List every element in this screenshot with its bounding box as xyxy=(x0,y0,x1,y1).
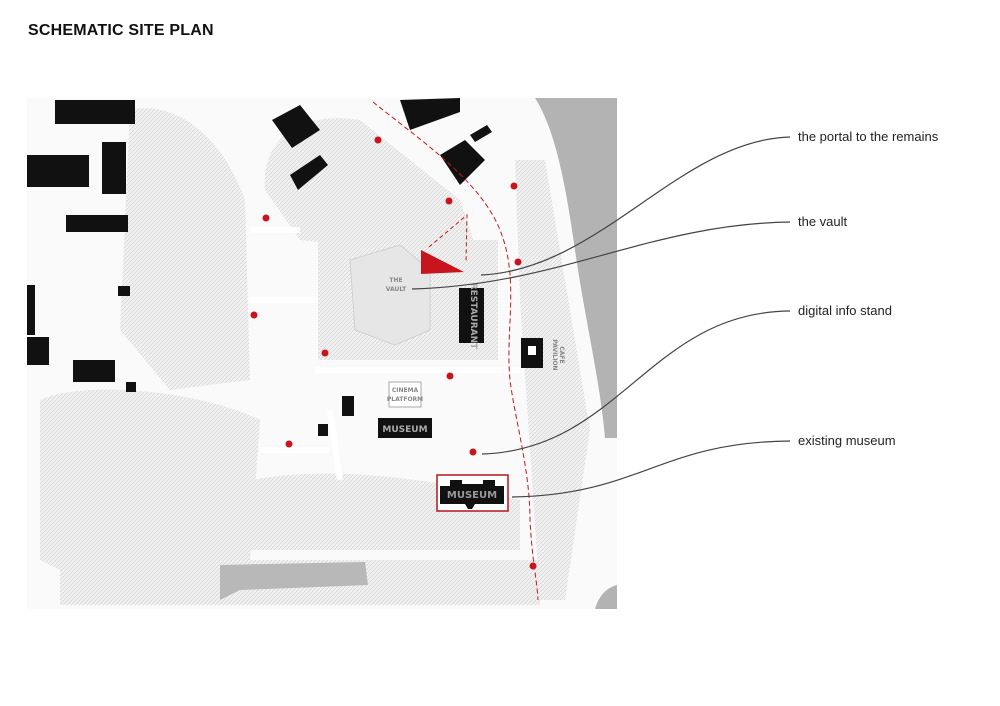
hillside-terrain xyxy=(120,108,250,390)
portal-sightlines xyxy=(428,213,468,263)
museum-building xyxy=(378,418,432,438)
legend-portal: the portal to the remains xyxy=(798,129,939,144)
info-stand-dots xyxy=(250,136,537,570)
restaurant-label: RESTAURANT xyxy=(468,283,478,350)
cafe-label-2: PAVILION xyxy=(551,339,558,370)
route-path xyxy=(372,101,539,601)
buildings xyxy=(27,98,543,436)
existing-museum-label: MUSEUM xyxy=(447,490,497,501)
pond xyxy=(220,562,368,600)
vault-label-1: THE xyxy=(389,277,402,284)
park-terrain xyxy=(264,118,480,260)
river-south xyxy=(595,585,617,609)
legend-existing-museum: existing museum xyxy=(798,433,896,448)
portal-triangle xyxy=(421,250,464,274)
vault-mound xyxy=(349,244,431,346)
existing-museum-building xyxy=(440,480,504,509)
legend-vault: the vault xyxy=(798,214,848,229)
south-west-terrain xyxy=(40,389,260,590)
riverbank-terrain xyxy=(515,160,590,600)
leader-lines xyxy=(411,136,791,498)
cafe-label-1: CAFE xyxy=(558,346,565,363)
restaurant-building xyxy=(459,288,484,343)
cinema-label-1: CINEMA xyxy=(392,387,419,394)
legend-info-stand: digital info stand xyxy=(798,303,892,318)
museum-label: MUSEUM xyxy=(382,425,427,435)
cinema-label-2: PLATFORM xyxy=(387,396,423,403)
cinema-platform xyxy=(388,381,422,408)
vault-label-2: VAULT xyxy=(386,286,407,293)
page-title: SCHEMATIC SITE PLAN xyxy=(28,22,214,39)
river xyxy=(535,98,617,438)
